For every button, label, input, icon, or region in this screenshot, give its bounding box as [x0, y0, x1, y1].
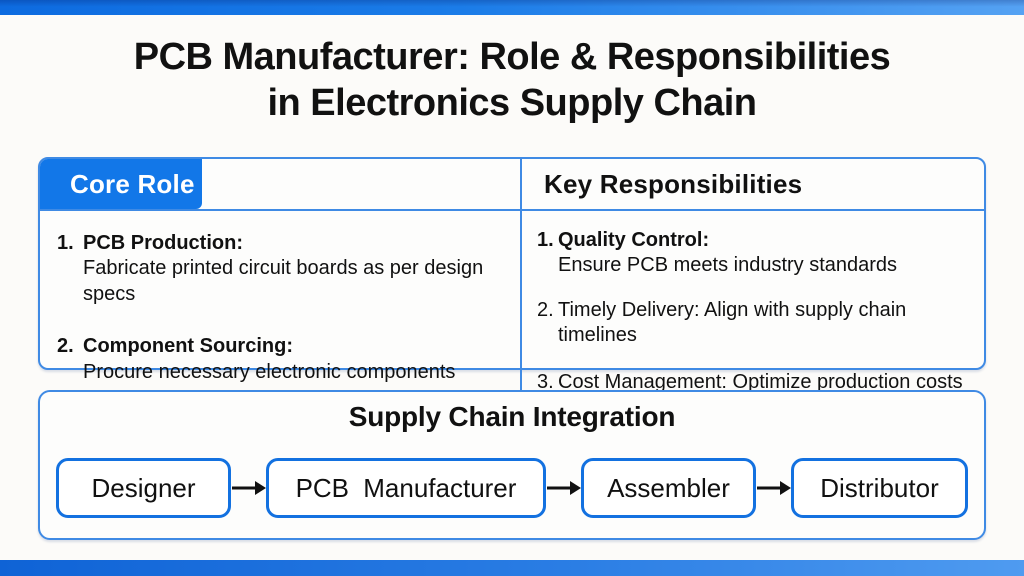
responsibility-item-2: 2. Timely Delivery: Align with supply ch…	[537, 298, 976, 349]
bottom-accent-bar	[0, 560, 1024, 576]
core-role-body-cell: 1. PCB Production: Fabricate printed cir…	[40, 211, 520, 416]
item-number: 3.	[537, 370, 554, 393]
key-responsibilities-header-cell: Key Responsibilities	[520, 159, 984, 211]
slide-title-line2: in Electronics Supply Chain	[267, 82, 757, 125]
item-number: 2.	[57, 335, 74, 358]
item-number: 1.	[57, 232, 74, 254]
slide-title-line1: PCB Manufacturer: Role & Responsibilitie…	[133, 36, 891, 78]
role-responsibility-table: Core Role Key Responsibilities 1. PCB Pr…	[38, 157, 986, 416]
flow-node-distributor: Distributor	[791, 458, 968, 518]
item-number: 1.	[537, 229, 554, 251]
item-description: Procure necessary electronic components	[83, 360, 456, 383]
item-description: Fabricate printed circuit boards as per …	[83, 257, 484, 305]
flow-arrow-icon	[231, 481, 266, 495]
key-responsibilities-body-cell: 1. Quality Control: Ensure PCB meets ind…	[520, 211, 984, 416]
supply-chain-flow: Designer PCB Manufacturer Assembler Dist…	[56, 458, 968, 518]
item-description: Ensure PCB meets industry standards	[558, 254, 898, 277]
responsibility-item-1: 1. Quality Control: Ensure PCB meets ind…	[537, 228, 976, 279]
core-role-item-1: 1. PCB Production: Fabricate printed cir…	[57, 231, 510, 307]
responsibility-item-3: 3. Cost Management: Optimize production …	[537, 370, 976, 395]
flow-node-designer: Designer	[56, 458, 231, 518]
flow-node-assembler: Assembler	[581, 458, 756, 518]
item-number: 2.	[537, 298, 554, 321]
top-accent-bar	[0, 0, 1024, 15]
core-role-header: Core Role	[40, 159, 202, 209]
item-title: Component Sourcing:	[83, 335, 293, 358]
supply-chain-integration-panel: Supply Chain Integration Designer PCB Ma…	[38, 390, 986, 540]
item-text: Cost Management: Optimize production cos…	[558, 370, 963, 393]
key-responsibilities-header: Key Responsibilities	[544, 168, 803, 199]
flow-node-pcb-manufacturer: PCB Manufacturer	[266, 458, 546, 518]
slide-title: PCB Manufacturer: Role & Responsibilitie…	[0, 34, 1024, 127]
core-role-item-2: 2. Component Sourcing: Procure necessary…	[57, 334, 510, 385]
supply-chain-integration-title: Supply Chain Integration	[348, 401, 676, 432]
flow-arrow-icon	[756, 481, 791, 495]
item-title: Quality Control:	[558, 229, 710, 251]
item-title: PCB Production:	[83, 232, 243, 254]
core-role-header-cell: Core Role	[40, 159, 520, 211]
flow-arrow-icon	[546, 481, 581, 495]
item-text: Timely Delivery: Align with supply chain…	[558, 298, 907, 347]
